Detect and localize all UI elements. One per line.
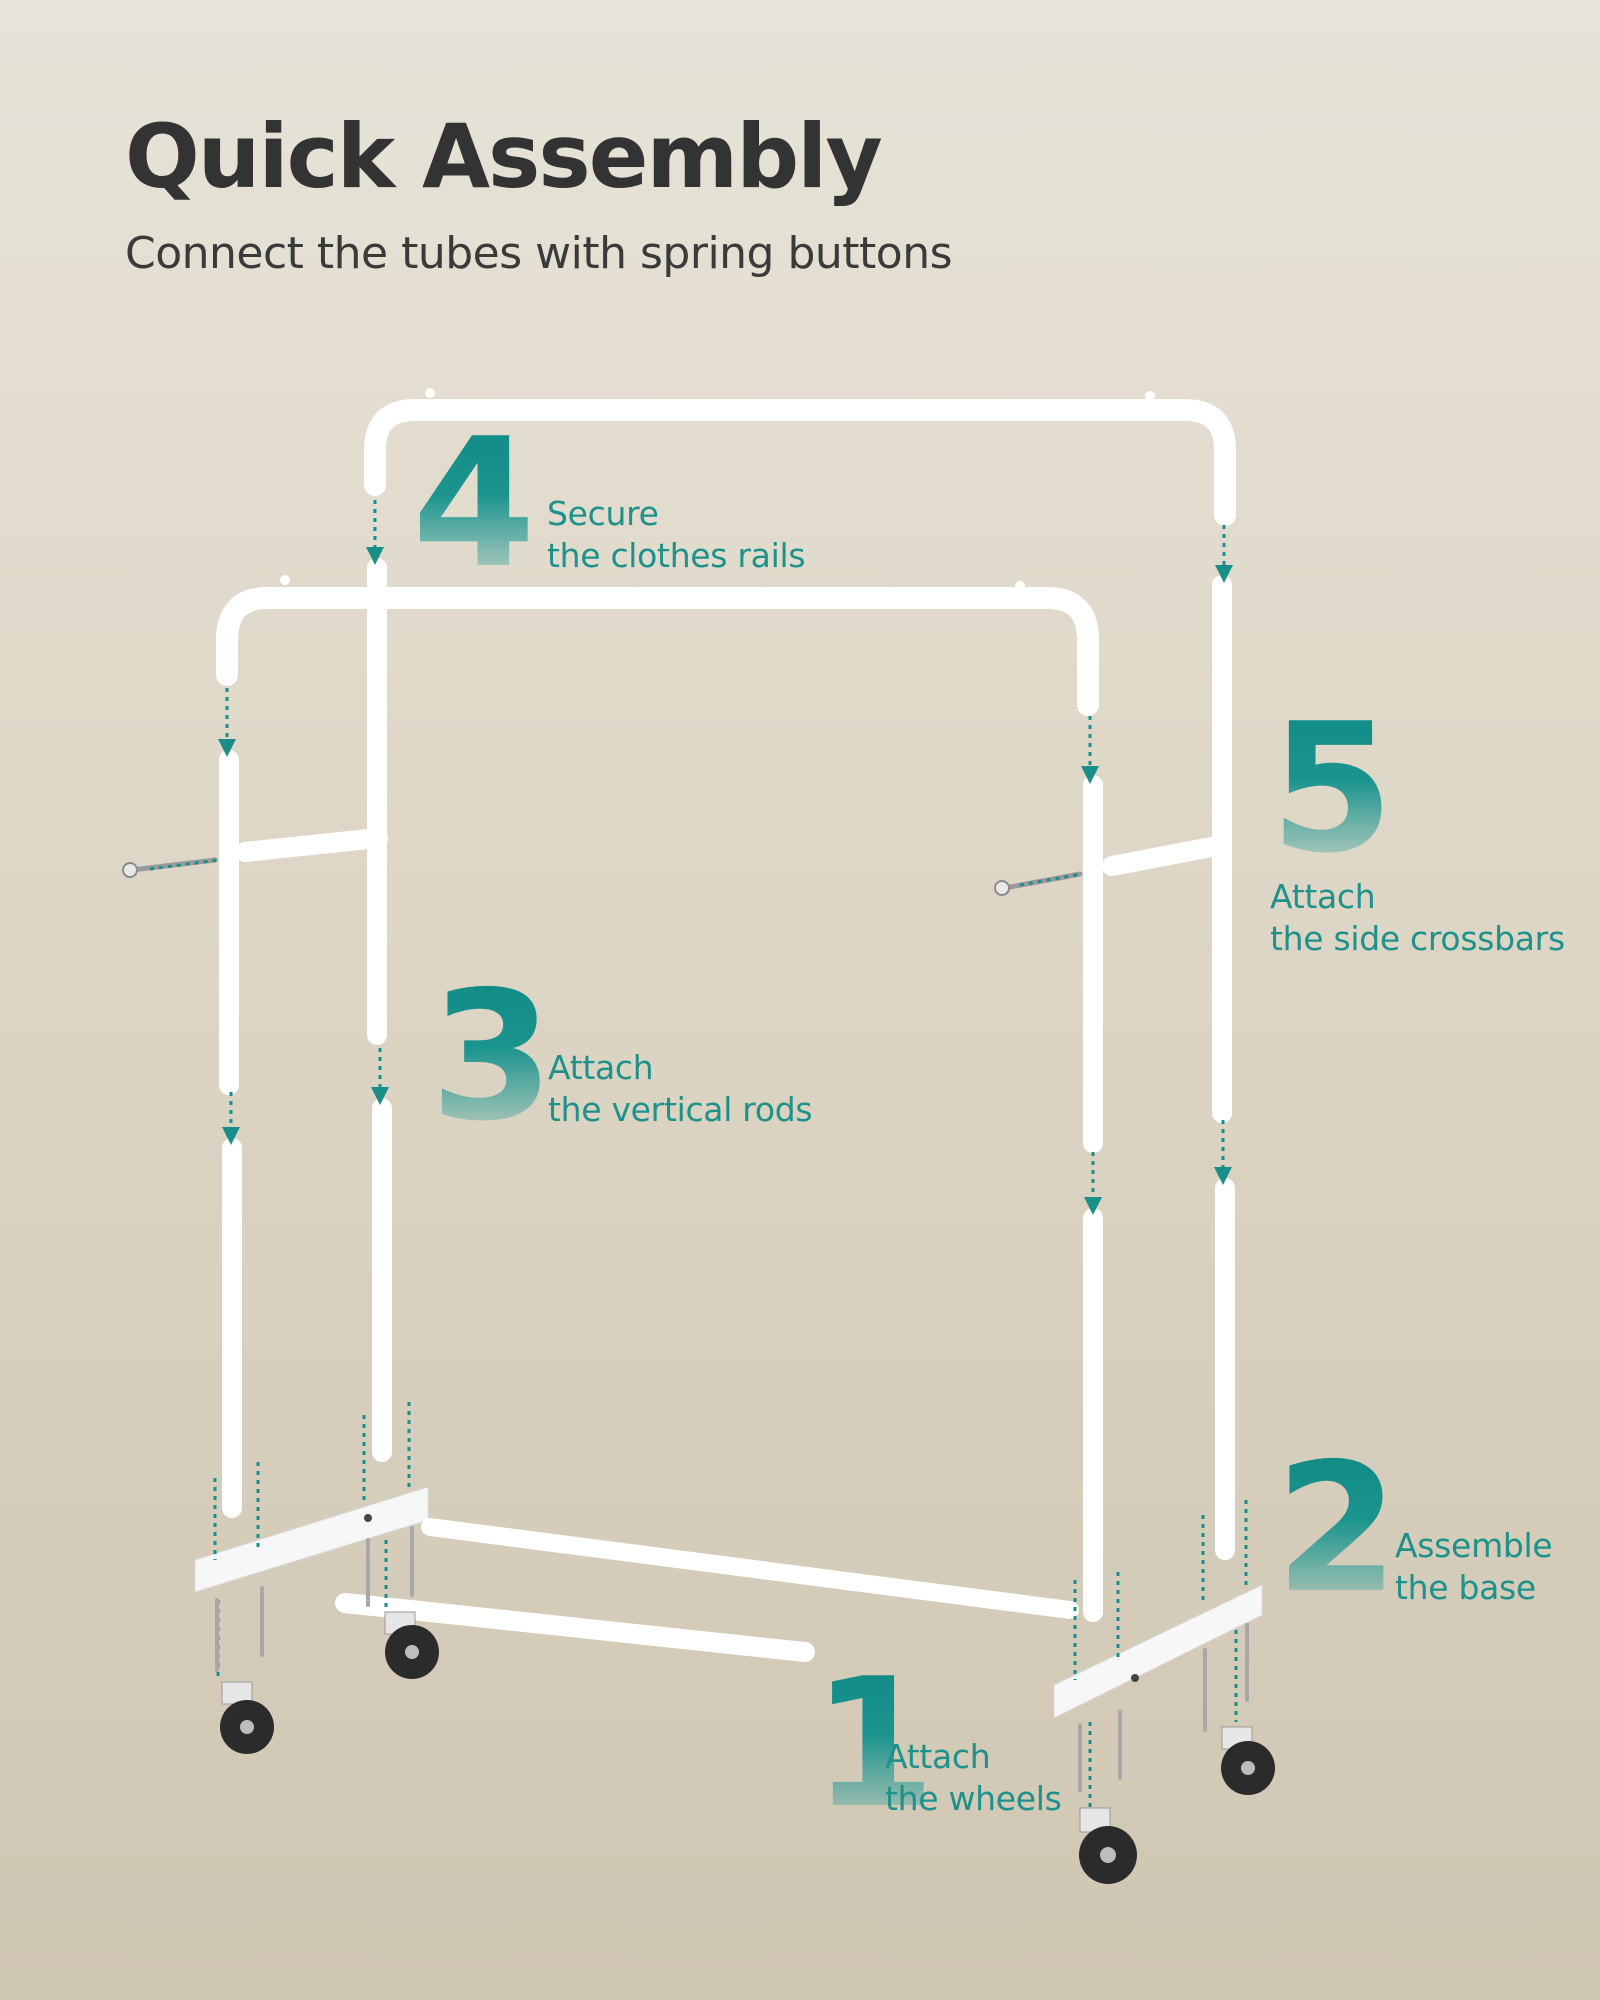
- page-title: Quick Assembly: [125, 105, 883, 208]
- caster-wheel-icon: [384, 1611, 439, 1679]
- clothes-rail-front: [216, 575, 1099, 716]
- side-crossbar-right: [994, 835, 1232, 896]
- step-5-label: Attach the side crossbars: [1270, 876, 1565, 960]
- step-2-label: Assemble the base: [1395, 1525, 1553, 1609]
- caster-wheel-icon: [1079, 1807, 1137, 1884]
- step-4-line-2: the clothes rails: [547, 536, 806, 575]
- dotted-arrow-icon: [149, 858, 219, 871]
- vertical-rods: [219, 558, 1235, 1622]
- step-3-label: Attach the vertical rods: [548, 1047, 813, 1131]
- step-2-line-1: Assemble: [1395, 1526, 1553, 1565]
- dotted-arrow-icon: [1019, 872, 1083, 887]
- caster-wheels: [220, 1611, 1275, 1884]
- clothes-rail-back: [364, 388, 1236, 526]
- step-1-number: 1: [812, 1640, 936, 1847]
- base-right: [1053, 1584, 1263, 1719]
- caster-wheel-icon: [220, 1681, 274, 1754]
- screw-icon: [1002, 871, 1083, 891]
- step-4-number: 4: [412, 400, 536, 607]
- step-1-line-2: the wheels: [885, 1779, 1062, 1818]
- bolts: [215, 1526, 1249, 1792]
- base-left: [194, 1486, 1079, 1662]
- page-subtitle: Connect the tubes with spring buttons: [125, 228, 953, 279]
- step-5-line-2: the side crossbars: [1270, 919, 1565, 958]
- step-1-label: Attach the wheels: [885, 1736, 1062, 1820]
- step-4-line-1: Secure: [547, 494, 659, 533]
- step-1-line-1: Attach: [885, 1737, 991, 1776]
- step-3-line-1: Attach: [548, 1048, 654, 1087]
- step-2-line-2: the base: [1395, 1568, 1536, 1607]
- step-5-line-1: Attach: [1270, 877, 1376, 916]
- step-3-line-2: the vertical rods: [548, 1090, 813, 1129]
- step-3-number: 3: [430, 953, 554, 1160]
- caster-wheel-icon: [1221, 1726, 1275, 1795]
- step-4-label: Secure the clothes rails: [547, 493, 806, 577]
- step-2-number: 2: [1275, 1425, 1399, 1632]
- step-5-number: 5: [1270, 685, 1394, 892]
- screw-icon: [129, 857, 218, 873]
- side-crossbar-left: [122, 828, 388, 878]
